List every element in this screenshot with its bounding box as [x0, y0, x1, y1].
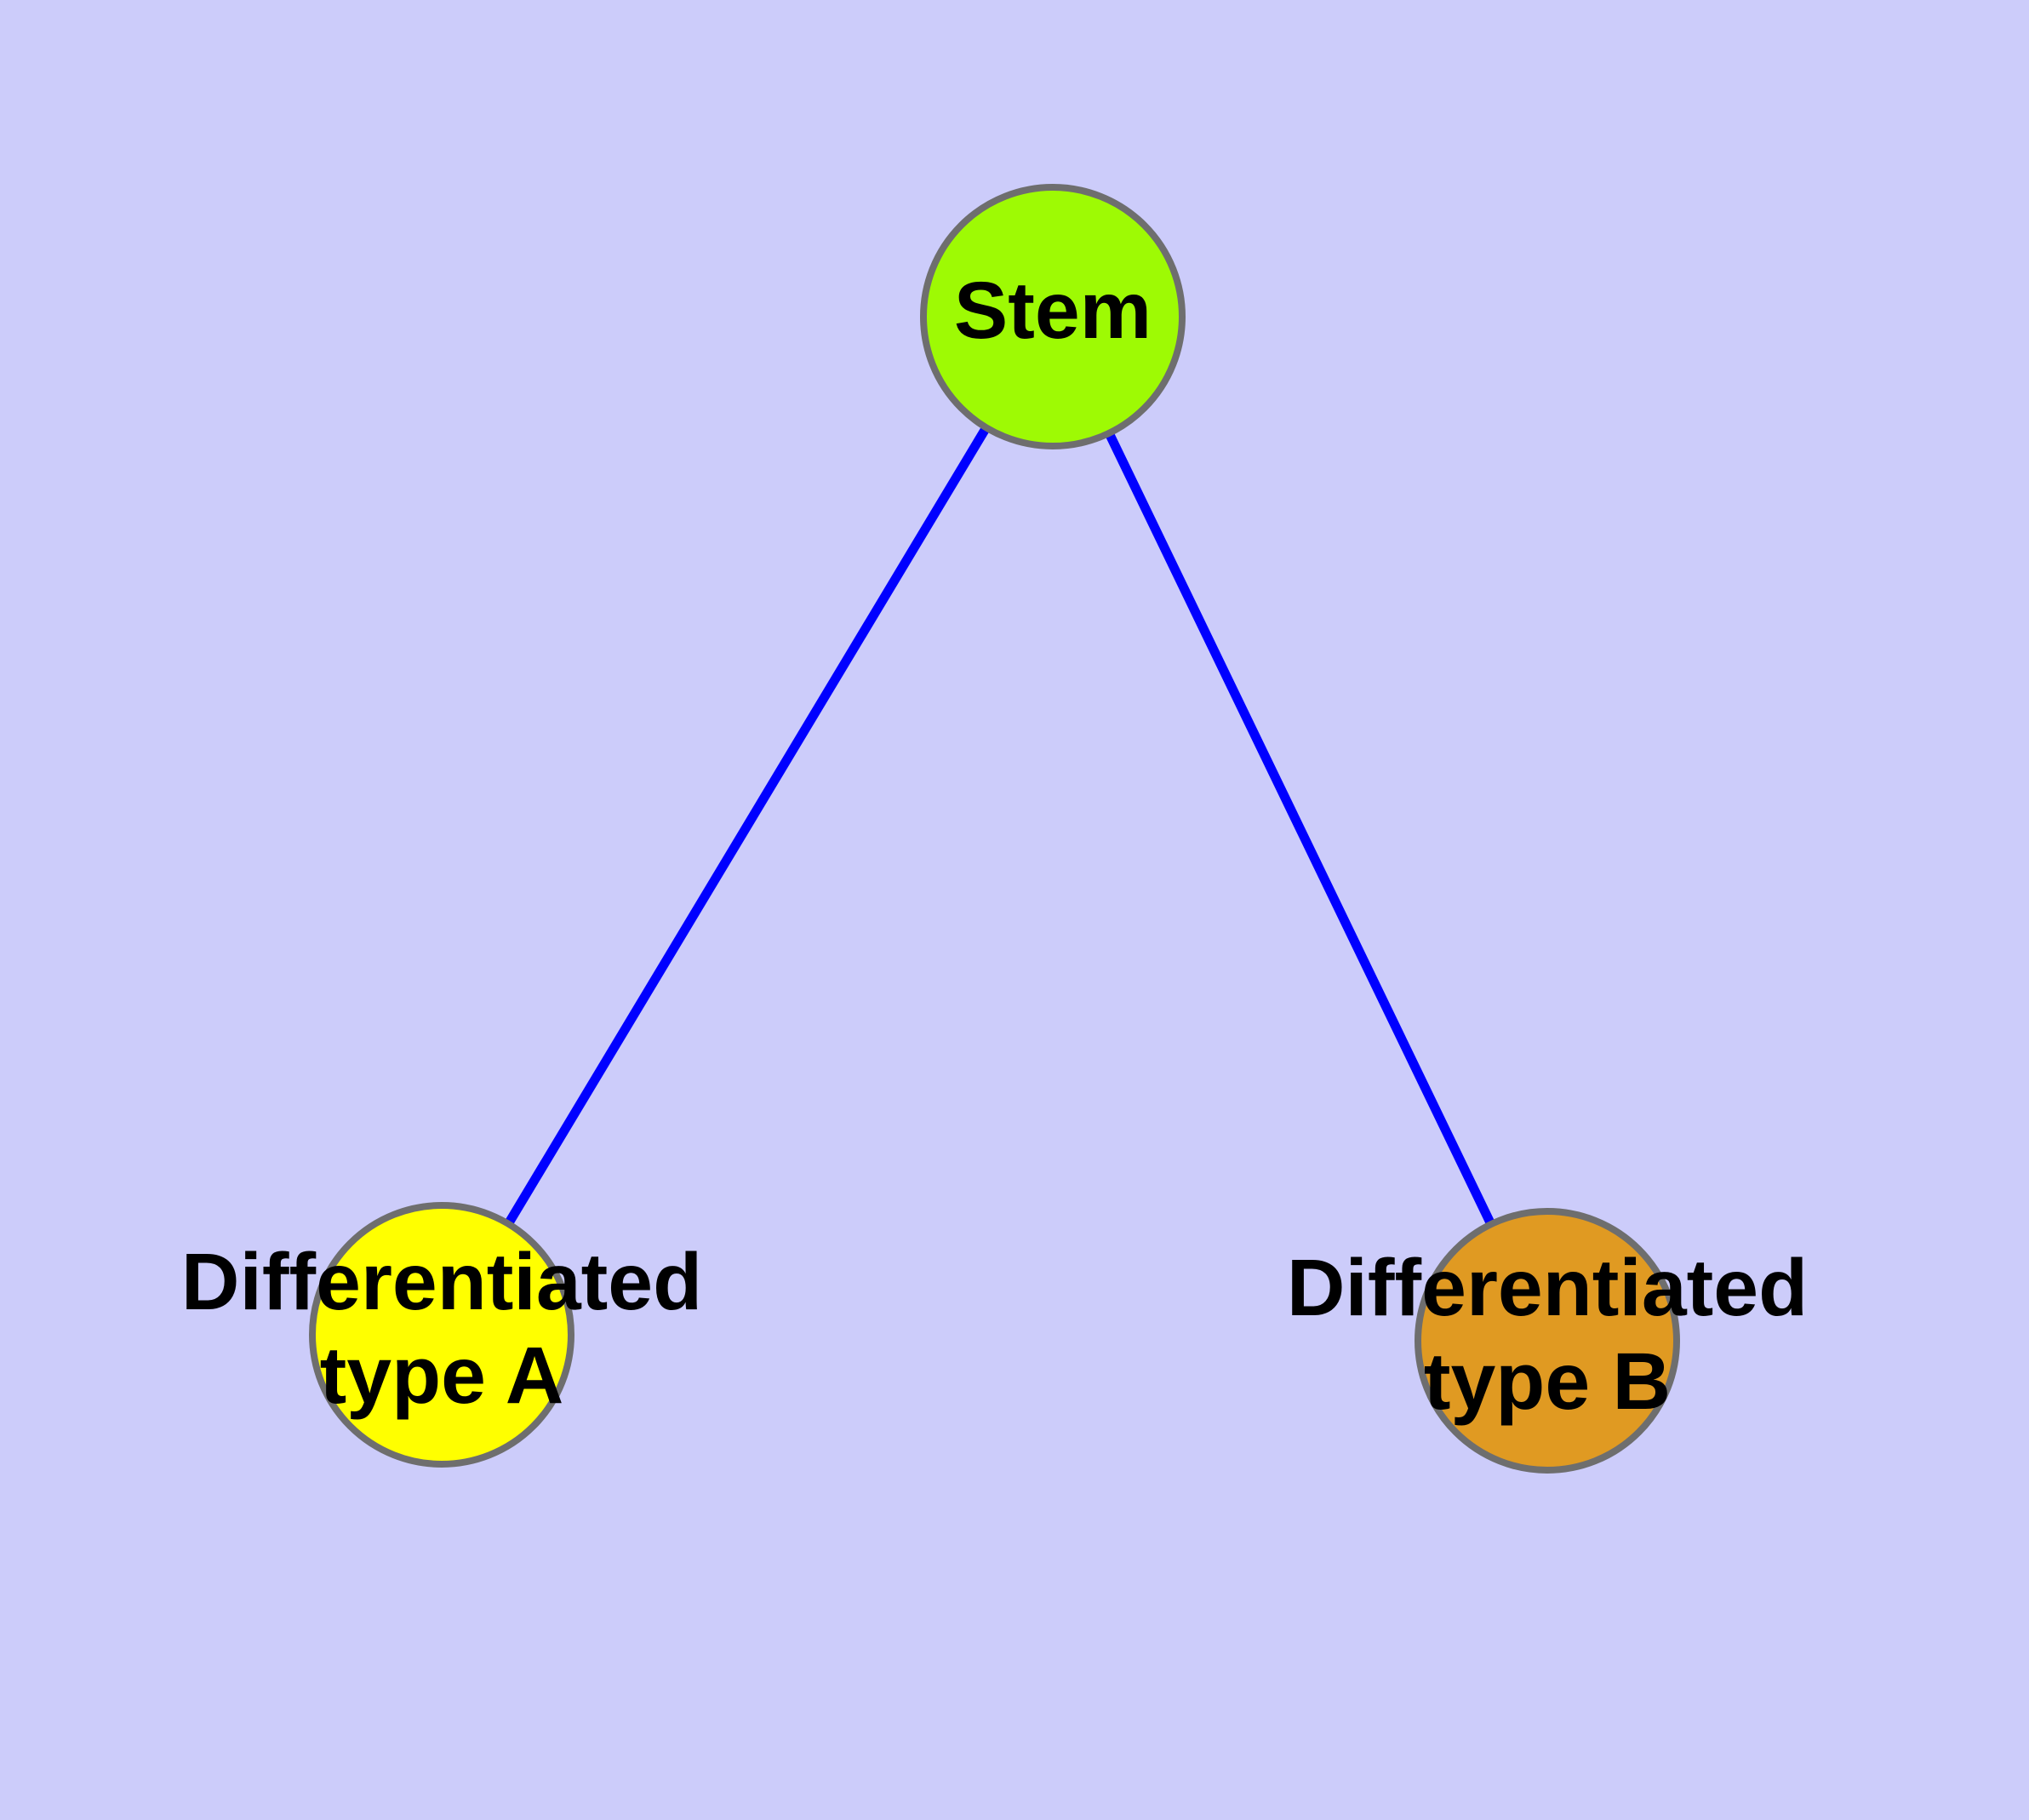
node-label-line: Differentiated: [1287, 1243, 1808, 1333]
node-label-line: Stem: [954, 266, 1152, 356]
node-circle-diff_a[interactable]: [309, 1202, 574, 1468]
graph-node-stem[interactable]: Stem: [920, 184, 1186, 449]
node-circle-stem[interactable]: [920, 184, 1186, 449]
graph-edge[interactable]: [1049, 314, 1552, 1343]
node-circle-diff_b[interactable]: [1415, 1208, 1680, 1474]
node-label-line: Differentiated: [181, 1237, 702, 1327]
node-label-stem: Stem: [954, 266, 1152, 356]
node-label-line: type A: [320, 1331, 564, 1421]
edge-layer: [437, 314, 1552, 1343]
graph-edge[interactable]: [437, 314, 1057, 1337]
node-label-line: type B: [1424, 1336, 1671, 1427]
